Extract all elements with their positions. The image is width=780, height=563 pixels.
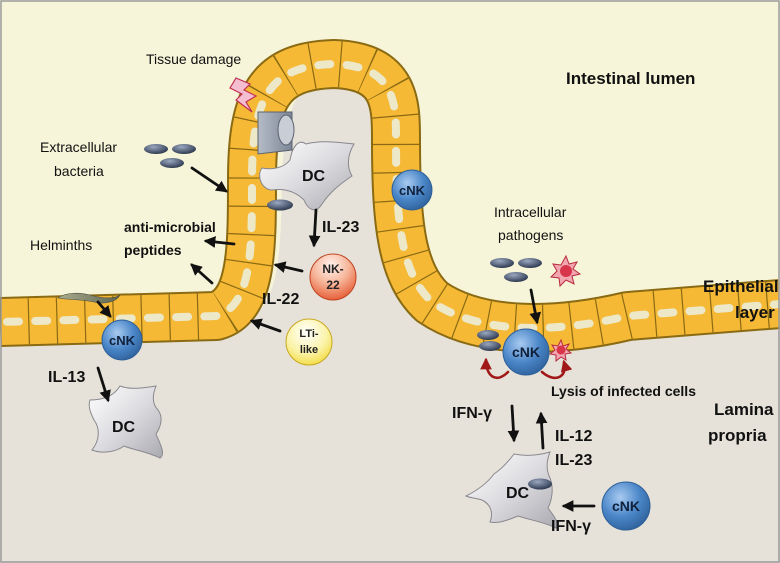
damaged-epithelial-cell: [257, 111, 295, 155]
arrow-helminth-to-cnk: [96, 300, 112, 318]
infected-cell-right: [548, 338, 573, 363]
infected-cell-left: [477, 330, 501, 351]
il13-label: IL-13: [48, 369, 85, 386]
arrow-epithelium-amp-2: [190, 263, 214, 285]
extracellular-bacteria: [144, 144, 196, 168]
arrow-epithelium-amp-1: [203, 236, 236, 248]
arrow-pathogens-to-cnk: [529, 288, 542, 325]
lysis-arrow-right: [540, 359, 573, 380]
cnk-label-4: cNK: [612, 498, 640, 514]
cnk-cell-villus: cNK: [391, 169, 433, 211]
intracellular-pathogens-label-line1: Intracellular: [494, 204, 567, 220]
helminth-worm: [57, 292, 121, 304]
ifng-bottom-label: IFN-γ: [551, 518, 591, 535]
il23-top-label: IL-23: [322, 219, 359, 236]
dc-top-label: DC: [302, 168, 326, 185]
dendritic-cell-left: DC: [88, 385, 163, 459]
bacterium-in-epithelium: [267, 199, 293, 211]
intracellular-bacteria: [490, 258, 542, 282]
dc-left-label: DC: [112, 419, 136, 436]
il22-label: IL-22: [262, 291, 299, 308]
arrow-lti-to-epithelium: [249, 318, 282, 333]
dendritic-cell-top: DC: [259, 141, 355, 211]
anti-microbial-peptides-label-line1: anti-microbial: [124, 219, 216, 235]
arrow-dc-il23: [308, 208, 321, 248]
epithelium-cell-boundaries: [0, 40, 780, 351]
epithelial-layer-label-line2: layer: [735, 303, 775, 322]
intracellular-pathogens-label-line2: pathogens: [498, 227, 563, 243]
epithelium-nuclei: [0, 59, 780, 332]
arrow-bacteria-to-epithelium: [190, 166, 228, 193]
extracellular-bacteria-label-line1: Extracellular: [40, 139, 117, 155]
ifng-left-label: IFN-γ: [452, 405, 492, 422]
bacterium-in-dc: [528, 478, 552, 490]
lti-label-line1: LTi-: [299, 328, 318, 340]
tissue-damage-label: Tissue damage: [146, 51, 241, 67]
arrow-nk22-to-epithelium: [273, 261, 304, 273]
arrow-dc-il12-up: [535, 411, 548, 450]
nk22-cell: NK- 22: [309, 253, 357, 301]
lti-like-cell: LTi- like: [285, 318, 333, 366]
cnk-label-1: cNK: [109, 333, 136, 348]
cnk-label-3: cNK: [512, 344, 540, 360]
lightning-bolt-icon: [229, 77, 258, 113]
cnk-cell-helminth: cNK: [101, 319, 143, 361]
intestinal-lumen-label: Intestinal lumen: [566, 69, 695, 88]
extracellular-bacteria-label-line2: bacteria: [54, 163, 104, 179]
lamina-propria-label-line2: propria: [708, 426, 767, 445]
arrow-cnk-ifng-down: [507, 404, 520, 443]
nk22-label-line2: 22: [326, 278, 340, 292]
lysis-arrow-left: [480, 357, 510, 379]
anti-microbial-peptides-label-line2: peptides: [124, 242, 182, 258]
il12-label: IL-12: [555, 428, 592, 445]
cnk-cell-lamina: cNK: [601, 481, 651, 531]
lysis-label: Lysis of infected cells: [551, 383, 696, 399]
cnk-cell-infected: cNK: [502, 328, 550, 376]
lamina-propria-label-line1: Lamina: [714, 400, 774, 419]
il23-bottom-label: IL-23: [555, 452, 592, 469]
dendritic-cell-bottom: DC: [464, 451, 558, 529]
nk22-label-line1: NK-: [322, 262, 343, 276]
helminths-label: Helminths: [30, 237, 92, 253]
dc-bottom-label: DC: [506, 485, 530, 502]
epithelial-layer-label-line1: Epithelial: [703, 277, 779, 296]
arrow-cnk-to-dc-left: [96, 366, 111, 403]
cnk-label-2: cNK: [399, 183, 426, 198]
virus-icon: [549, 254, 582, 288]
lti-label-line2: like: [300, 344, 318, 356]
